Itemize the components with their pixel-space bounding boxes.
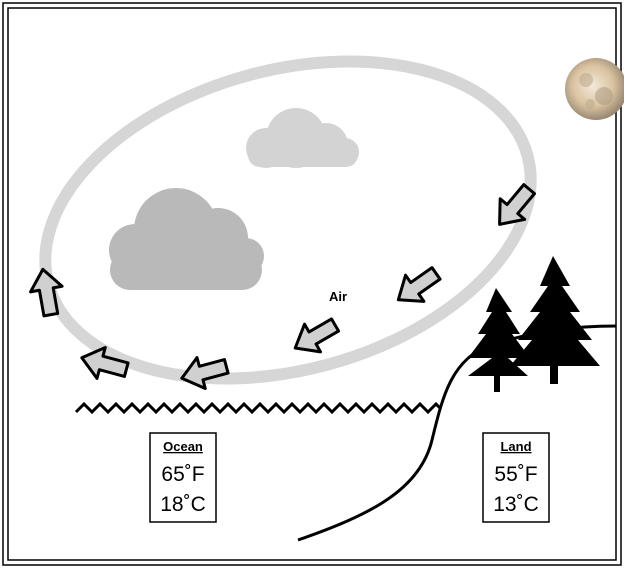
- land-temp-c: 13˚C: [493, 493, 539, 516]
- tree-icon: [510, 256, 600, 384]
- arrow-icon: [178, 351, 231, 394]
- ocean-temperature-box: Ocean 65˚F 18˚C: [150, 433, 216, 522]
- ocean-temp-c: 18˚C: [160, 493, 206, 516]
- land-temperature-box: Land 55˚F 13˚C: [483, 433, 549, 522]
- air-label: Air: [329, 289, 347, 304]
- cloud-icon: [246, 108, 359, 168]
- land-title: Land: [500, 439, 531, 454]
- ocean-title: Ocean: [163, 439, 203, 454]
- moon-icon: [565, 58, 624, 120]
- wave-icon: [76, 404, 440, 412]
- land-temp-f: 55˚F: [494, 463, 537, 486]
- arrow-icon: [78, 342, 131, 385]
- ocean-temp-f: 65˚F: [161, 463, 204, 486]
- arrow-icon: [389, 260, 445, 313]
- cloud-icon: [109, 188, 264, 290]
- arrow-icon: [287, 311, 343, 362]
